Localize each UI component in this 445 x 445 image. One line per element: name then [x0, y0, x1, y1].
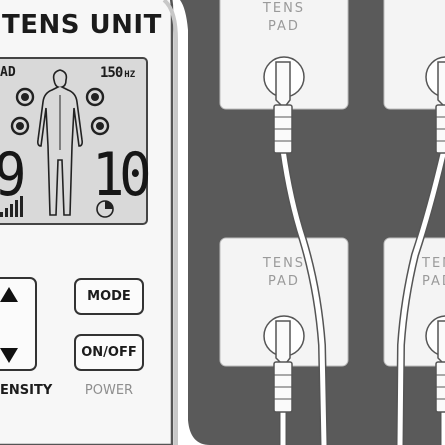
mode-button[interactable]: MODE [87, 289, 131, 304]
pad-label-line: TENS [262, 256, 306, 271]
power-button-frame [74, 334, 144, 371]
mode-button-frame [74, 278, 144, 315]
lcd-screen [0, 57, 148, 225]
triangle-up-icon [0, 287, 18, 302]
pad-target-icon [10, 87, 110, 136]
lcd-frequency-unit: HZ [124, 70, 136, 80]
triangle-down-icon [0, 348, 18, 363]
lead-plugs [273, 61, 445, 413]
lcd-intensity-level: 9 [0, 140, 27, 210]
lcd-pad-indicator: AD [0, 65, 16, 80]
power-button[interactable]: ON/OFF [81, 345, 137, 360]
pad-label-line: TENS [262, 1, 306, 16]
power-caption: POWER [84, 383, 134, 398]
timer-icon [96, 200, 114, 218]
pad-label-line: PAD [422, 274, 445, 289]
human-body-icon [37, 69, 83, 216]
electrode-pads [219, 0, 445, 367]
pad-label-line: PAD [268, 19, 300, 34]
intensity-up-button[interactable] [0, 278, 36, 324]
pad-label-top-left: TENS PAD [220, 0, 348, 36]
intensity-caption: ENSITY [0, 383, 53, 398]
lead-wire [280, 147, 327, 445]
lead-wire [397, 147, 445, 445]
pad-label-bottom-left: TENS PAD [220, 255, 348, 291]
pad-label-line: PAD [268, 274, 300, 289]
lcd-timer-level: 10 [92, 140, 152, 210]
intensity-down-button[interactable] [0, 324, 36, 370]
pad-label-bottom-right: TENS PAD [384, 255, 445, 291]
pad-label-line: TENS [422, 256, 445, 271]
signal-bars-icon [0, 196, 23, 217]
lcd-frequency-value: 150 [100, 65, 123, 81]
device-title: TENS UNIT [2, 10, 162, 40]
